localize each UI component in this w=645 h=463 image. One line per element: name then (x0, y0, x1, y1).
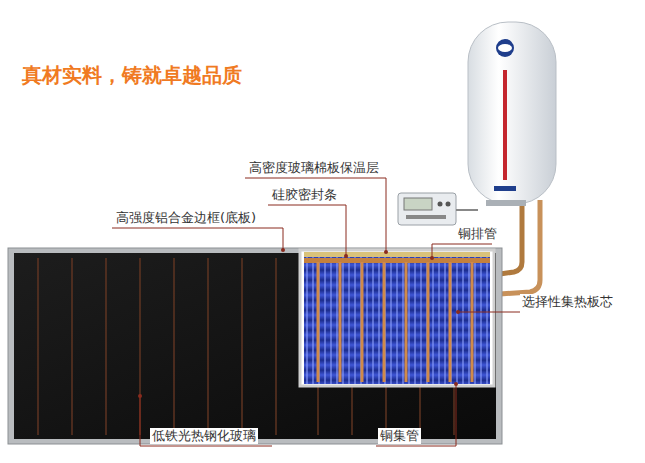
part-label: 高密度玻璃棉板保温层 (247, 160, 381, 176)
part-label: 硅胶密封条 (270, 187, 339, 203)
title: 真材实料，铸就卓越品质 (22, 62, 242, 88)
part-label: 选择性集热板芯 (520, 294, 615, 310)
part-label: 低铁光热钢化玻璃 (150, 428, 258, 444)
part-label: 铜排管 (456, 226, 499, 242)
part-label: 铜集管 (378, 428, 421, 444)
part-label: 高强度铝合金边框(底板) (114, 210, 258, 226)
